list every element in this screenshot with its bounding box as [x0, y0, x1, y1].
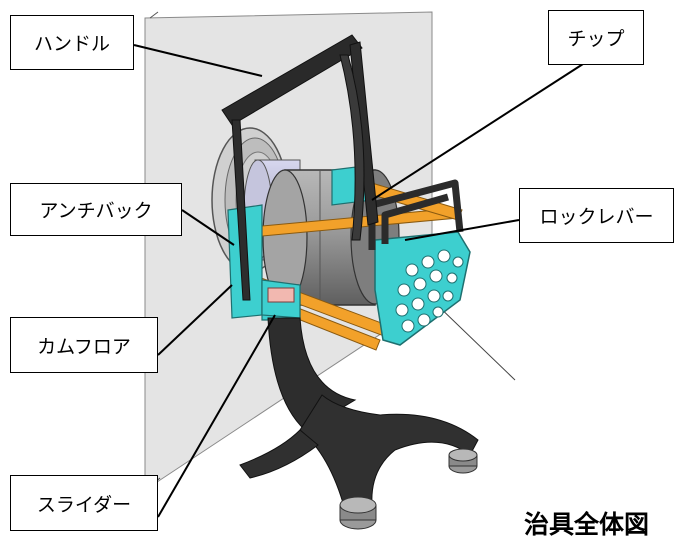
- slider-block: [261, 279, 301, 319]
- chip-plate: [374, 231, 471, 346]
- diagram-title: 治具全体図: [524, 510, 650, 539]
- leader-lines: [133, 44, 584, 518]
- label-anti-back: アンチバック: [10, 183, 182, 236]
- lock-lever: [368, 179, 464, 250]
- stand-feet: [339, 448, 478, 530]
- stand-base: [239, 317, 479, 511]
- label-slider: スライダー: [10, 475, 158, 531]
- label-lock-lever: ロックレバー: [519, 188, 674, 243]
- label-cam-follower: カムフロア: [10, 317, 158, 373]
- handle: [221, 34, 379, 301]
- label-handle: ハンドル: [10, 15, 134, 70]
- label-chip: チップ: [548, 10, 644, 65]
